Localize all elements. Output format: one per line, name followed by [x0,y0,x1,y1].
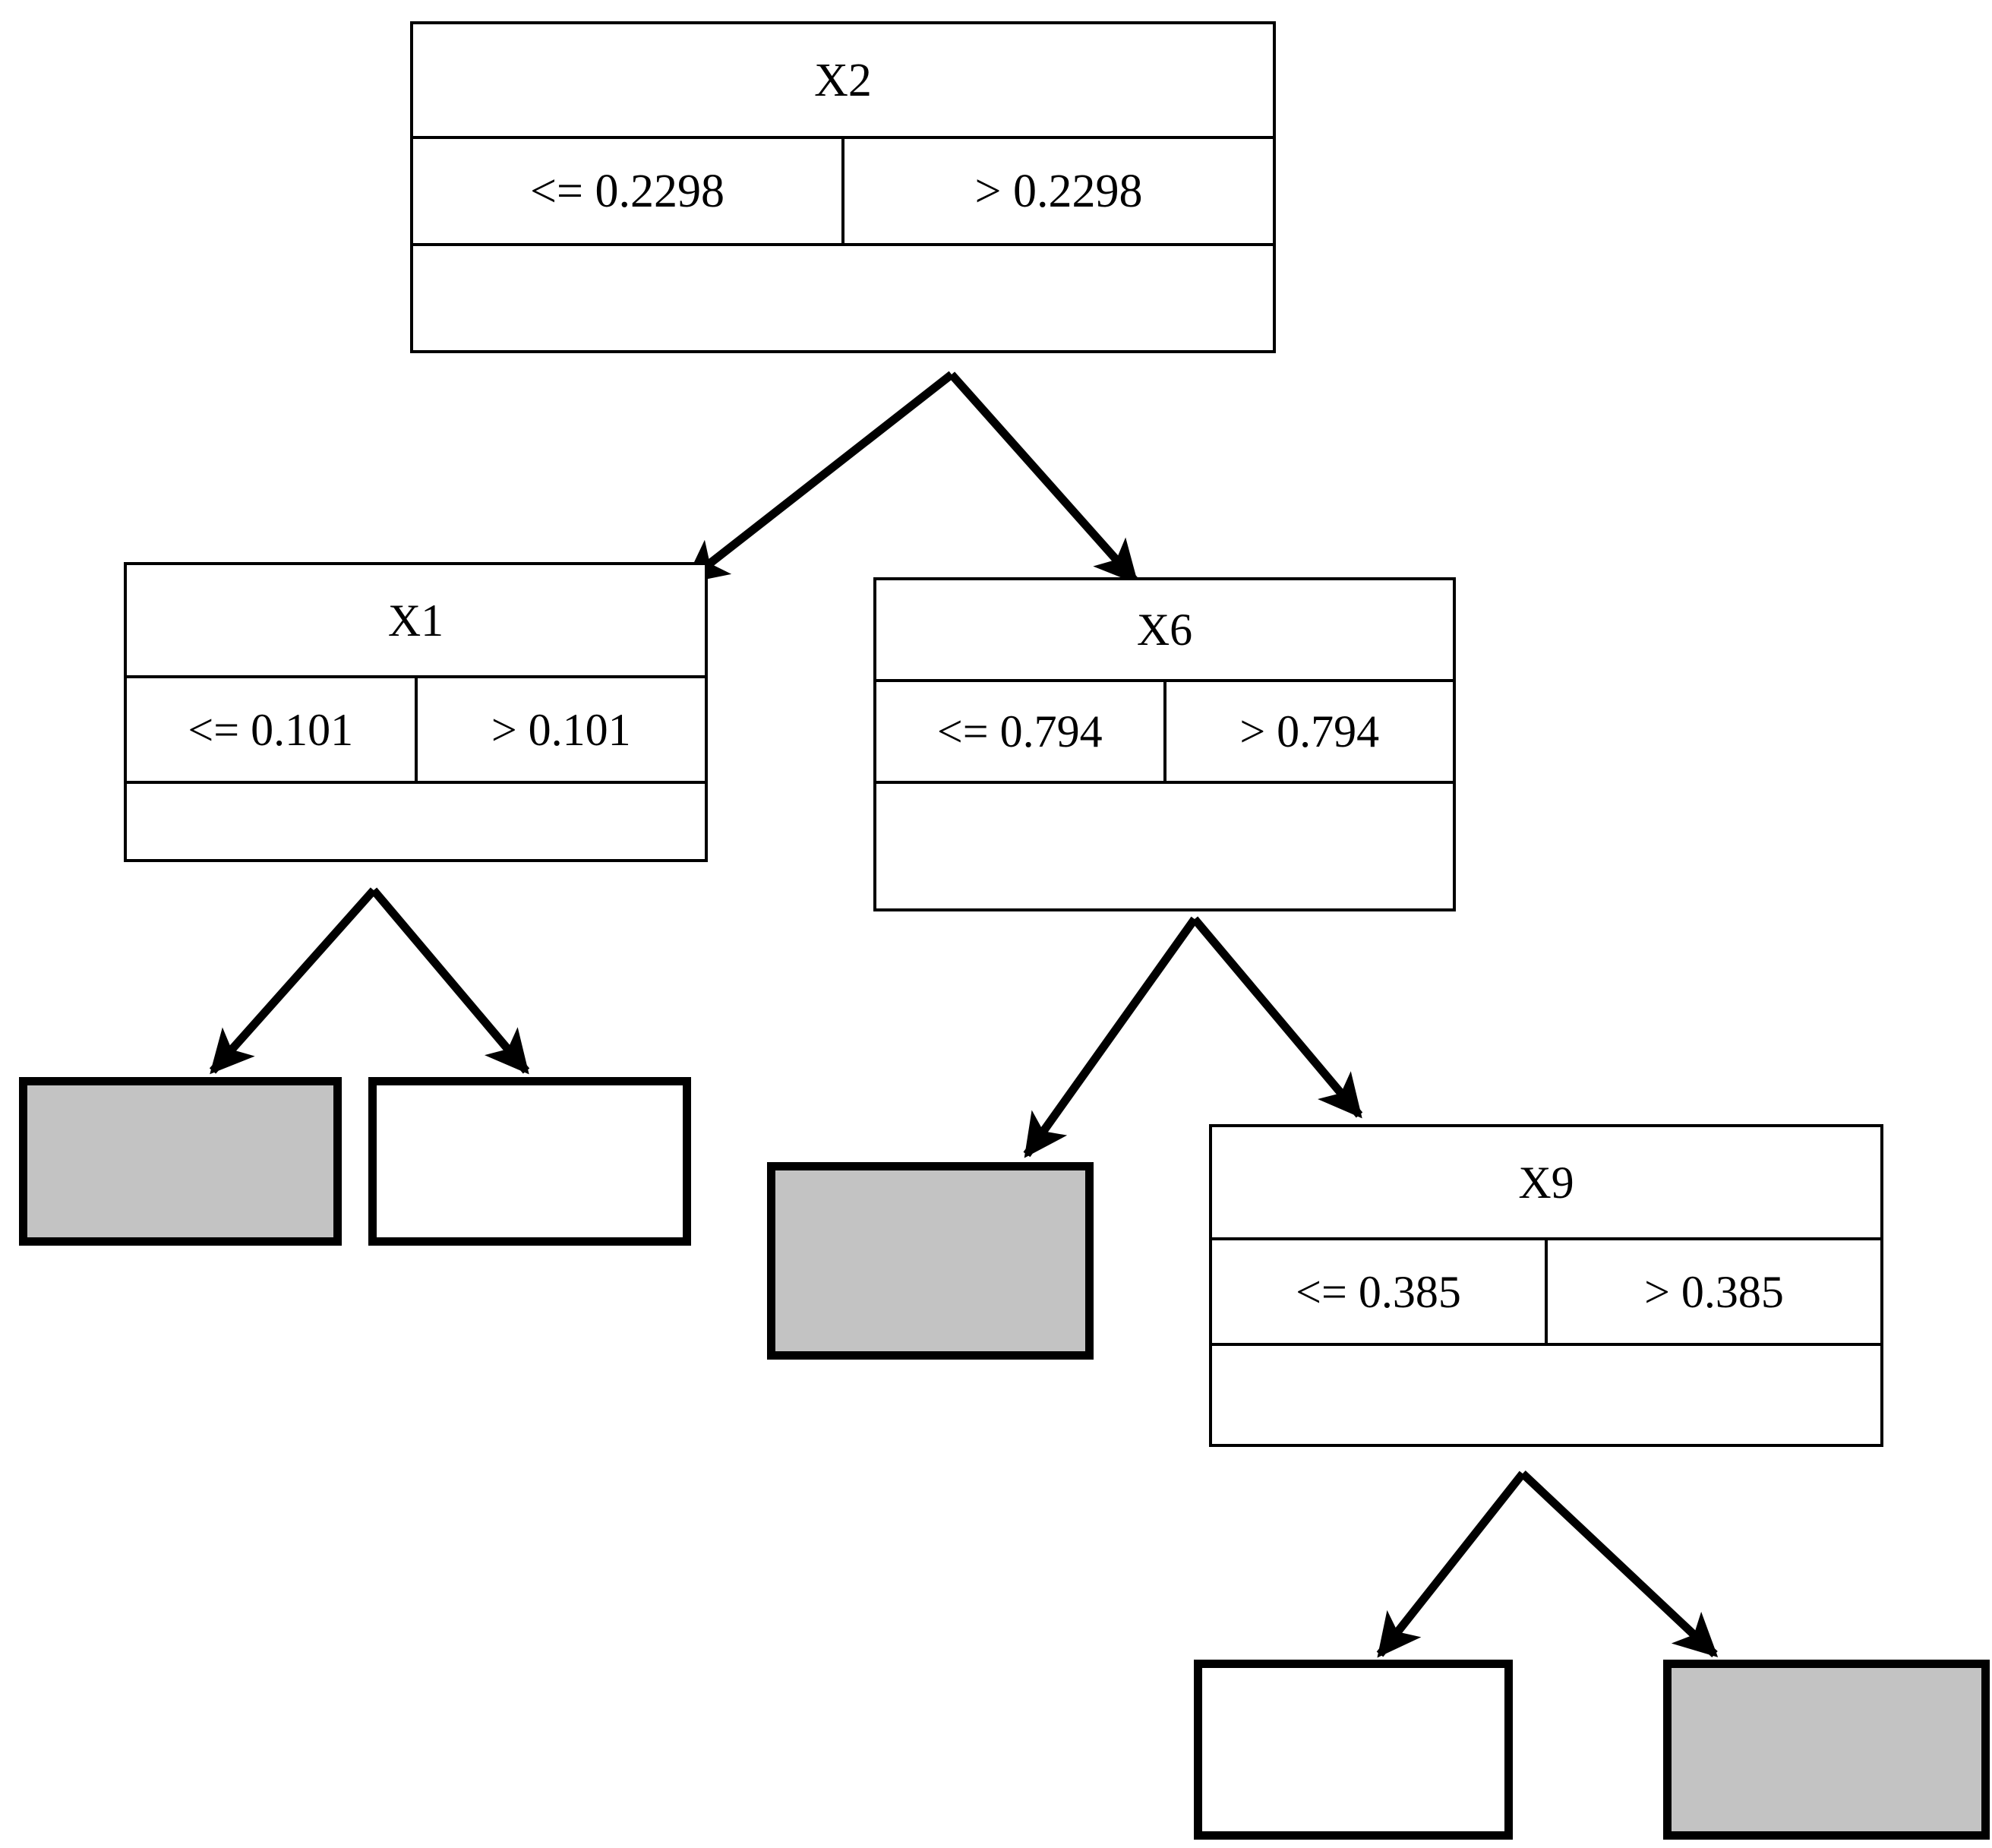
node-splits-x9: <= 0.385 > 0.385 [1212,1240,1880,1346]
leaf-node-x1-right[interactable] [368,1077,691,1246]
split-right-x6[interactable]: > 0.794 [1166,682,1454,781]
split-left-label: <= 0.794 [936,706,1103,757]
split-left-x2[interactable]: <= 0.2298 [413,139,844,243]
split-right-x1[interactable]: > 0.101 [418,678,706,781]
node-footer-x1 [127,784,705,859]
node-splits-x2: <= 0.2298 > 0.2298 [413,139,1273,246]
node-feature-label: X9 [1518,1157,1574,1208]
split-right-x2[interactable]: > 0.2298 [844,139,1273,243]
leaf-node-x1-left[interactable] [19,1077,342,1246]
node-title-x6: X6 [876,580,1453,682]
node-splits-x6: <= 0.794 > 0.794 [876,682,1453,784]
edge-x6-to-leaf-left [1023,916,1198,1158]
node-title-x9: X9 [1212,1127,1880,1240]
edge-x1-to-leaf-right [370,887,530,1075]
split-left-x1[interactable]: <= 0.101 [127,678,418,781]
split-right-label: > 0.385 [1644,1266,1784,1317]
node-feature-label: X1 [387,595,444,646]
node-feature-label: X2 [814,54,872,106]
leaf-node-x9-left[interactable] [1194,1660,1513,1840]
edge-x1-to-leaf-left [209,887,377,1075]
split-left-label: <= 0.101 [188,704,354,755]
edge-x9-to-leaf-left [1376,1471,1526,1658]
node-footer-x6 [876,784,1453,908]
split-right-label: > 0.794 [1239,706,1380,757]
split-left-x9[interactable]: <= 0.385 [1212,1240,1548,1343]
decision-node-x2[interactable]: X2 <= 0.2298 > 0.2298 [410,21,1276,353]
decision-node-x9[interactable]: X9 <= 0.385 > 0.385 [1209,1124,1883,1447]
split-right-label: > 0.101 [491,704,631,755]
split-right-label: > 0.2298 [974,165,1143,217]
edge-root-to-x1 [683,371,955,585]
split-left-label: <= 0.385 [1296,1266,1461,1317]
leaf-node-x6-left[interactable] [767,1162,1094,1360]
node-title-x1: X1 [127,565,705,678]
node-feature-label: X6 [1136,605,1193,655]
edge-x9-to-leaf-right [1520,1470,1719,1658]
node-splits-x1: <= 0.101 > 0.101 [127,678,705,784]
node-footer-x9 [1212,1346,1880,1444]
edge-root-to-x6 [948,371,1139,585]
decision-node-x1[interactable]: X1 <= 0.101 > 0.101 [124,562,708,862]
edge-x6-to-x9 [1191,916,1363,1119]
node-title-x2: X2 [413,24,1273,139]
split-right-x9[interactable]: > 0.385 [1548,1240,1880,1343]
leaf-node-x9-right[interactable] [1663,1660,1990,1840]
split-left-x6[interactable]: <= 0.794 [876,682,1166,781]
split-left-label: <= 0.2298 [530,165,725,217]
decision-node-x6[interactable]: X6 <= 0.794 > 0.794 [873,577,1456,911]
node-footer-x2 [413,246,1273,350]
